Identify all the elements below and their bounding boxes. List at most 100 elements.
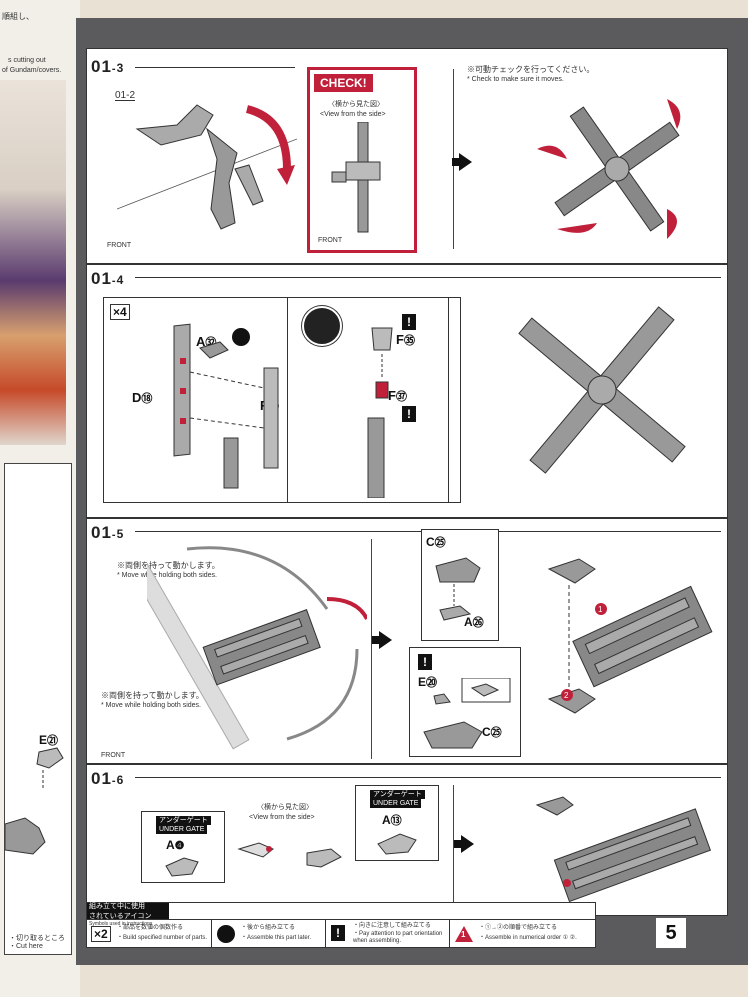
part-f37-label: F㊲ (388, 388, 407, 403)
step-rule (135, 67, 295, 68)
step-01-6-panel: 01-6 アンダーゲート UNDER GATE A❹ 〈横から見た図〉 <Vie… (86, 764, 728, 916)
legend-order: 1 ・①→②の順番で組み立てる ・Assemble in numerical o… (449, 920, 595, 948)
part-a26-label: A㉖ (464, 615, 484, 629)
part-a13-label: A⑬ (382, 813, 402, 827)
check-tag: CHECK! (314, 74, 373, 92)
order-1-label: 1 (598, 605, 603, 614)
part-a4-label: A❹ (166, 838, 185, 852)
under-gate-jp-2: アンダーゲート (370, 790, 425, 799)
fold-motion-drawing (147, 546, 367, 750)
multiply-jp: ・部品を数値の個数作る (117, 925, 184, 931)
front-icon-label: FRONT (107, 242, 132, 249)
hold-en-2: * Move while holding both sides. (101, 702, 202, 709)
step-01-5-panel: 01-5 ※両側を持って動かします。 * Move while holding … (86, 518, 728, 764)
instruction-page: 01-3 01-2 FRONT CHECK! 〈横から見た図〉 <View fr… (76, 18, 748, 965)
step-number: 01-3 (91, 57, 125, 76)
multiply-icon: ×2 (91, 926, 111, 942)
left-cut-jp: ・切り取るところ (9, 935, 65, 942)
check-front-label: FRONT (318, 237, 343, 244)
frame-assembly-drawing (173, 323, 279, 489)
check-box: CHECK! 〈横から見た図〉 <View from the side> FRO… (307, 67, 417, 253)
left-top-en2: of Gundam/covers. (2, 67, 62, 74)
legend-title: 組み立て中に使用 (87, 903, 169, 919)
legend-title-jp1: 組み立て中に使用 (89, 903, 145, 910)
side-view-en: <View from the side> (249, 814, 315, 821)
legend-row: ×2 ・部品を数値の個数作る ・Build specified number o… (87, 919, 595, 948)
e-c-parts-drawing (423, 678, 511, 749)
leg-assembly-drawing: 1 2 (547, 558, 713, 714)
symbol-legend: 組み立て中に使用 されているアイコン Symbols used in instr… (86, 902, 596, 948)
side-view-drawing (331, 122, 381, 233)
hold-jp-1: ※両側を持って動かします。 (117, 561, 220, 570)
next-arrow (454, 835, 474, 853)
multiply-en: ・Build specified number of parts. (117, 935, 208, 941)
under-gate-en-2: UNDER GATE (370, 799, 422, 808)
order-icon-num: 1 (461, 930, 466, 939)
left-part-label: E㉑ (39, 733, 59, 747)
orientation-warning-icon-2: ! (402, 406, 416, 422)
order-2-label: 2 (564, 691, 569, 700)
multiplier: ×4 (110, 304, 130, 320)
left-instruction-box: E㉑ ・切り取るところ ・Cut here (4, 463, 72, 955)
left-top-en1: s cutting out (8, 57, 46, 64)
side-view-jp: 〈横から見た図〉 (257, 804, 313, 811)
cross-move-drawing (537, 99, 681, 239)
step-rule (135, 777, 721, 778)
sub-assembly-box-2: ! F㉟ F㊲ ! (287, 297, 449, 503)
legend-orientation: ! ・向きに注意して組み立てる ・Pay attention to part o… (325, 920, 450, 948)
order-en: ・Assemble in numerical order ① ②. (479, 935, 577, 941)
under-gate-box-2: アンダーゲート UNDER GATE A⑬ (355, 785, 439, 861)
left-cut-en: ・Cut here (9, 943, 43, 950)
cross-frame-drawing (518, 306, 686, 474)
orientation-en: ・Pay attention to part orientation when … (353, 931, 443, 944)
legend-later: ・後から組み立てる ・Assemble this part later. (211, 920, 326, 948)
a13-part-drawing (377, 833, 417, 855)
step-number: 01-4 (91, 269, 125, 288)
side-part-drawing (237, 842, 342, 868)
legend-title-jp2: されているアイコン (89, 913, 152, 920)
under-gate-jp-1: アンダーゲート (156, 816, 211, 825)
later-jp: ・後から組み立てる (241, 925, 296, 931)
move-check-jp: ※可動チェックを行ってください。 (467, 65, 595, 74)
order-icon: 1 (455, 926, 473, 942)
part-c25-label: C㉕ (482, 725, 502, 739)
legend-title-en: Symbols used in instructions (89, 921, 153, 927)
next-arrow (452, 153, 472, 171)
hold-jp-2: ※両側を持って動かします。 (101, 691, 204, 700)
check-view-en: <View from the side> (320, 111, 386, 118)
part-c-label: C㉕ (426, 535, 446, 549)
orientation-warning-icon-3: ! (418, 654, 432, 670)
step-number: 01-6 (91, 769, 125, 788)
robot-photo (0, 80, 66, 445)
move-check-en: * Check to make sure it moves. (467, 76, 564, 83)
check-view-jp: 〈横から見た図〉 (328, 101, 384, 108)
ref-step: 01-2 (115, 90, 136, 101)
page-number: 5 (656, 918, 686, 948)
under-gate-en-1: UNDER GATE (156, 825, 208, 834)
c-a-parts-drawing (435, 557, 481, 621)
part-e20-label: E⑳ (418, 675, 438, 689)
next-arrow (372, 631, 392, 649)
assemble-later-icon (232, 328, 250, 346)
orientation-jp: ・向きに注意して組み立てる (353, 923, 431, 929)
step-rule (135, 277, 721, 278)
left-part-drawing (5, 747, 64, 855)
divider (371, 539, 372, 759)
part-e-c-box: ! E⑳ C㉕ (409, 647, 521, 757)
divider (453, 785, 454, 909)
later-en: ・Assemble this part later. (241, 935, 312, 941)
left-page: 順組し、 s cutting out of Gundam/covers. E㉑ … (0, 0, 80, 997)
orientation-icon: ! (331, 925, 345, 941)
part-d-label: D⑱ (132, 390, 153, 405)
order-jp: ・①→②の順番で組み立てる (479, 925, 558, 931)
orientation-warning-icon: ! (402, 314, 416, 330)
joint-parts-drawing (367, 327, 393, 498)
hold-en-1: * Move while holding both sides. (117, 572, 218, 579)
part-a-label: A㉜ (196, 334, 217, 349)
final-leg-drawing (535, 796, 712, 903)
arm-rotate-drawing (117, 104, 297, 230)
legend-multiply: ×2 ・部品を数値の個数作る ・Build specified number o… (87, 920, 212, 948)
assemble-later-icon (217, 925, 235, 943)
front-icon-label-3: FRONT (101, 752, 126, 759)
gate-detail-icon (302, 306, 342, 346)
